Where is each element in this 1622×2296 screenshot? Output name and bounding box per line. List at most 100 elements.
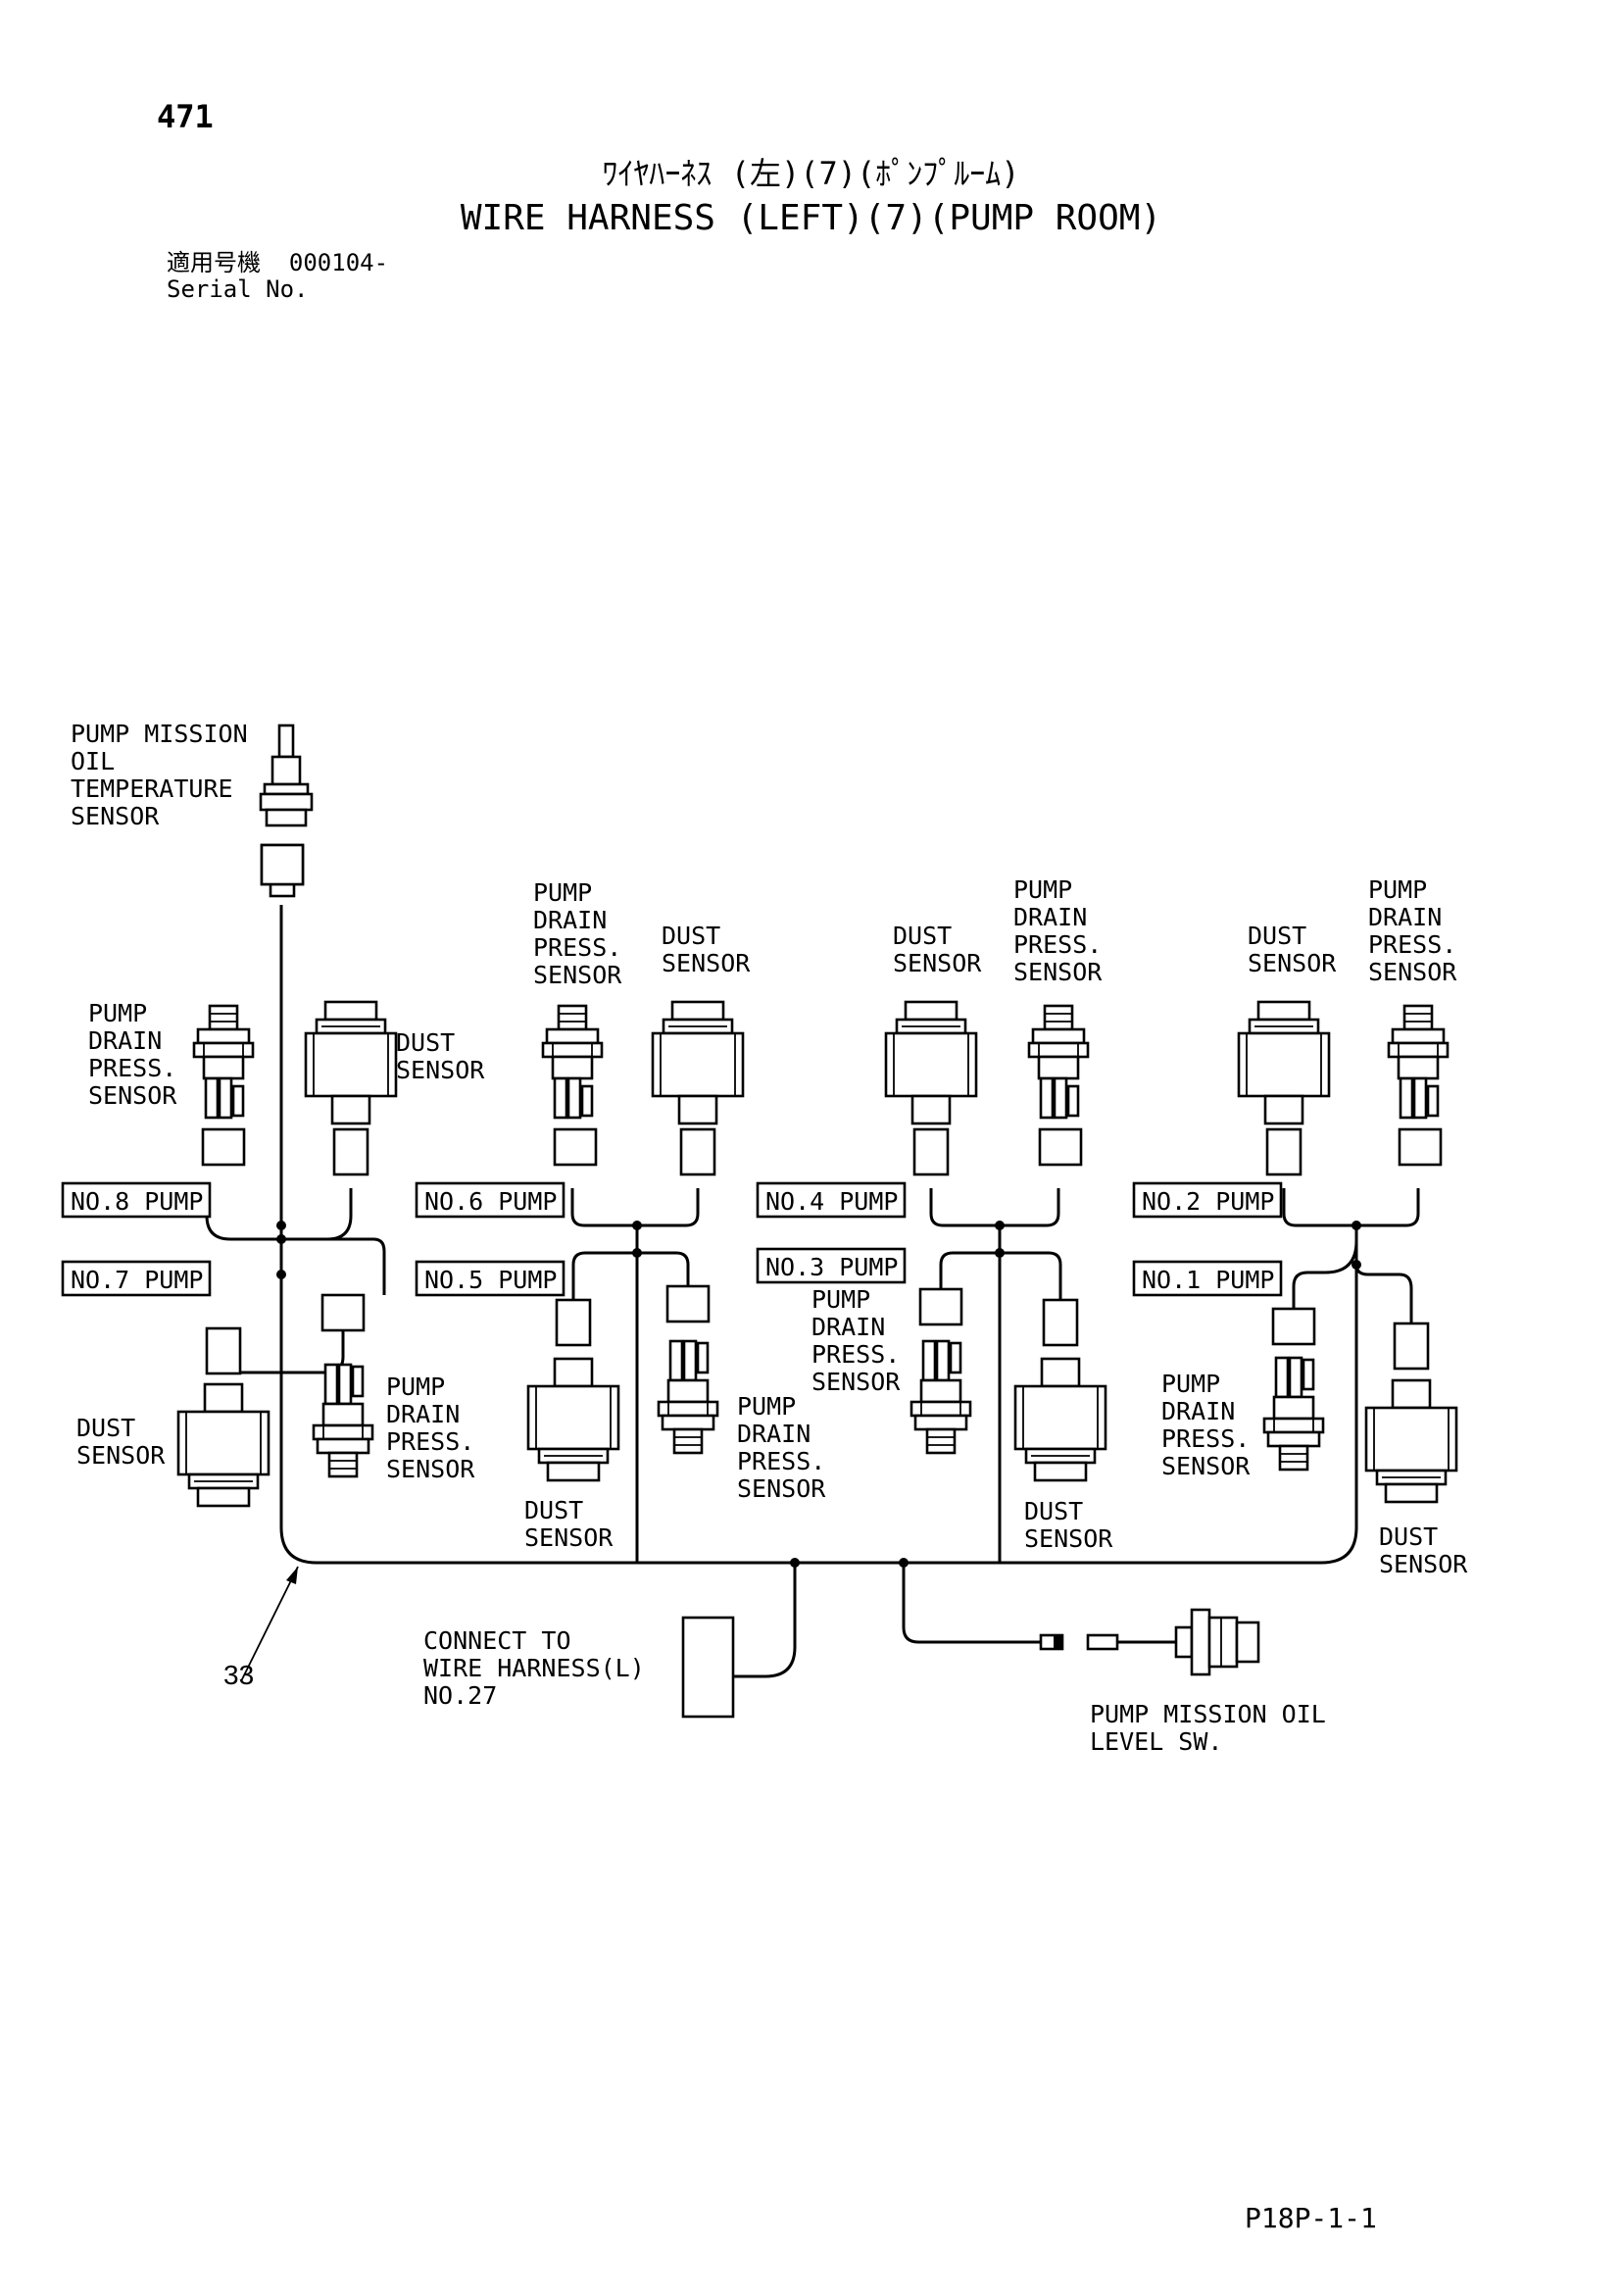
pump-mission-oil-level-switch: [1039, 1608, 1260, 1676]
pump-drain-sensor-no3: [909, 1339, 972, 1455]
dust-sensor-no8: [304, 1000, 398, 1125]
tag-no7-pump: NO.7 PUMP: [71, 1266, 203, 1294]
label-line: SENSOR: [71, 802, 160, 830]
part-number-33: 33: [223, 1660, 254, 1690]
dust-sensor-no7: [176, 1382, 270, 1508]
serial-block: 適用号機 000104- Serial No.: [167, 250, 388, 303]
label-line: SENSOR: [662, 949, 751, 977]
label-line: SENSOR: [524, 1523, 614, 1552]
label-line: PUMP: [1013, 875, 1072, 904]
label-line: SENSOR: [1161, 1452, 1251, 1480]
label-line: PUMP: [1161, 1370, 1220, 1398]
pump-drain-sensor-no2: [1387, 1004, 1450, 1120]
label-line: SENSOR: [88, 1081, 177, 1110]
label-line: SENSOR: [1024, 1524, 1113, 1553]
label-line: SENSOR: [737, 1474, 826, 1503]
label-line: PUMP: [737, 1392, 796, 1421]
label-line: PRESS.: [737, 1447, 825, 1475]
harness-connectors: [201, 843, 1443, 1375]
label-line: CONNECT TO: [423, 1626, 571, 1655]
pump-drain-sensor-no8: [192, 1004, 255, 1120]
main-connector-wire-harness-l: [681, 1616, 735, 1719]
tag-no4-pump: NO.4 PUMP: [765, 1187, 898, 1216]
title-english: WIRE HARNESS (LEFT)(7)(PUMP ROOM): [460, 198, 1162, 238]
label-line: SENSOR: [386, 1455, 475, 1483]
serial-label-jp: 適用号機: [167, 249, 261, 276]
label-line: DUST: [893, 922, 952, 950]
label-line: SENSOR: [76, 1441, 166, 1470]
label-line: DRAIN: [737, 1420, 811, 1448]
tag-no1-pump: NO.1 PUMP: [1142, 1266, 1274, 1294]
dust-sensor-no6: [651, 1000, 745, 1125]
label-line: PUMP MISSION: [71, 720, 248, 748]
pump-tags: NO.8 PUMP NO.7 PUMP NO.6 PUMP NO.5 PUMP …: [61, 1181, 1283, 1297]
label-line: DRAIN: [1368, 903, 1442, 931]
label-line: PRESS.: [386, 1427, 474, 1456]
pump-drain-sensor-no1: [1262, 1356, 1325, 1472]
pump-drain-sensor-no4: [1027, 1004, 1090, 1120]
label-line: OIL: [71, 747, 115, 775]
junction-dots: [276, 1221, 1361, 1568]
label-line: SENSOR: [893, 949, 982, 977]
dust-sensor-no5: [526, 1357, 620, 1482]
tag-no3-pump: NO.3 PUMP: [765, 1253, 898, 1281]
label-line: DUST: [662, 922, 720, 950]
label-line: SENSOR: [1248, 949, 1337, 977]
title-japanese: ﾜｲﾔﾊｰﾈｽ (左)(7)(ﾎﾟﾝﾌﾟﾙｰﾑ): [602, 155, 1020, 192]
label-line: PUMP: [386, 1373, 445, 1401]
label-line: PUMP MISSION OIL: [1090, 1700, 1326, 1728]
page-number: 471: [157, 98, 214, 135]
tag-no8-pump: NO.8 PUMP: [71, 1187, 203, 1216]
label-line: DUST: [1379, 1522, 1438, 1551]
label-line: PUMP: [533, 878, 592, 907]
pump-drain-sensor-no6: [541, 1004, 604, 1120]
pump-drain-sensor-no5: [657, 1339, 719, 1455]
tag-no2-pump: NO.2 PUMP: [1142, 1187, 1274, 1216]
label-line: PUMP: [1368, 875, 1427, 904]
dust-sensor-no4: [884, 1000, 978, 1125]
tag-no6-pump: NO.6 PUMP: [424, 1187, 557, 1216]
label-line: TEMPERATURE: [71, 774, 233, 803]
pump-drain-sensor-no7: [312, 1363, 374, 1478]
label-line: NO.27: [423, 1681, 497, 1710]
label-line: SENSOR: [1013, 958, 1103, 986]
dust-sensor-no1: [1364, 1378, 1458, 1504]
label-line: PRESS.: [1161, 1424, 1250, 1453]
label-line: PRESS.: [811, 1340, 900, 1369]
label-line: LEVEL SW.: [1090, 1727, 1222, 1756]
label-line: DRAIN: [811, 1313, 885, 1341]
label-line: PRESS.: [1013, 930, 1102, 959]
part-reference-leader: [240, 1566, 299, 1682]
label-line: DRAIN: [88, 1026, 162, 1055]
label-line: SENSOR: [533, 961, 622, 989]
label-line: DRAIN: [386, 1400, 460, 1428]
label-line: WIRE HARNESS(L): [423, 1654, 645, 1682]
serial-range: 000104-: [288, 249, 389, 276]
serial-label-en: Serial No.: [167, 275, 309, 303]
label-line: DRAIN: [1013, 903, 1087, 931]
label-line: DUST: [396, 1028, 455, 1057]
label-line: SENSOR: [1379, 1550, 1468, 1578]
footer-code: P18P-1-1: [1245, 2202, 1377, 2234]
label-line: PUMP: [811, 1285, 870, 1314]
label-line: DRAIN: [533, 906, 607, 934]
